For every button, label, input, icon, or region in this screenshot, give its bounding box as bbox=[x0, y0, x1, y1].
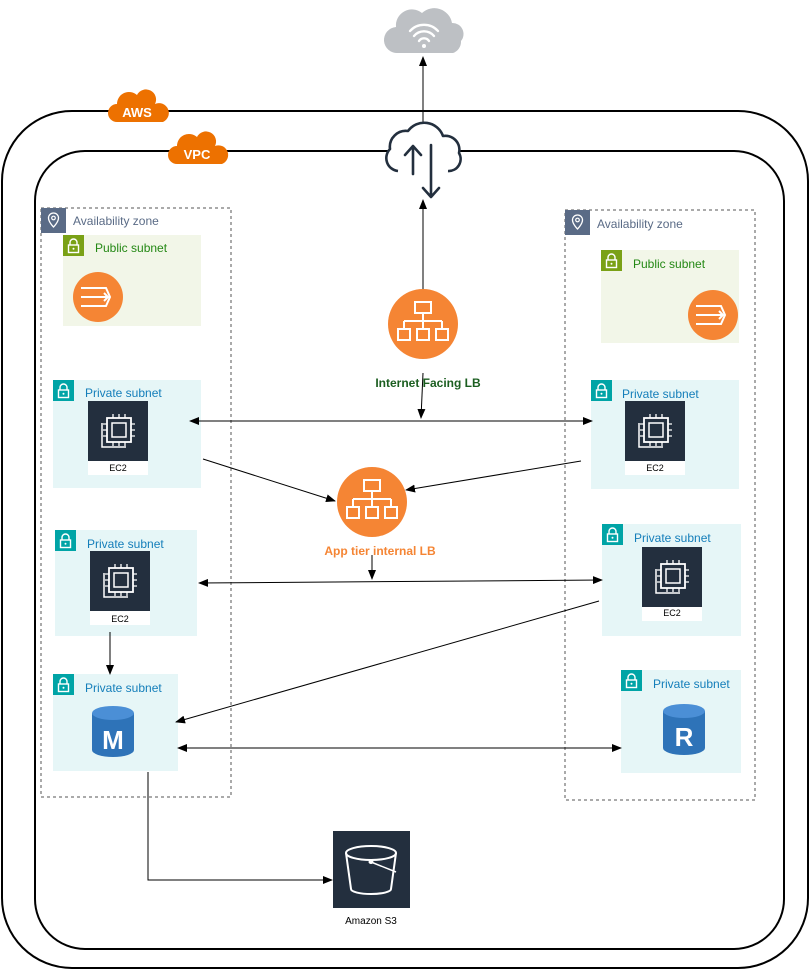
private-subnet-r3-label: Private subnet bbox=[653, 677, 730, 691]
private-subnet-l1-label: Private subnet bbox=[85, 386, 162, 400]
aws-label: AWS bbox=[122, 105, 152, 120]
internet-cloud-icon bbox=[383, 8, 464, 54]
ec2-label: EC2 bbox=[111, 614, 129, 624]
s3-bucket-icon bbox=[333, 831, 410, 908]
lock-icon bbox=[590, 379, 613, 402]
connector-ec2-l1-to-applb bbox=[202, 458, 336, 503]
lock-icon bbox=[52, 379, 75, 402]
internet-gateway-icon bbox=[385, 121, 462, 199]
connector-app-tier bbox=[198, 576, 603, 587]
ec2-label: EC2 bbox=[109, 463, 127, 473]
lock-icon bbox=[620, 669, 643, 692]
db-master-letter: M bbox=[102, 725, 124, 755]
lock-icon bbox=[52, 673, 75, 696]
lock-icon bbox=[600, 249, 623, 272]
az-left-label: Availability zone bbox=[73, 214, 159, 228]
rds-replica-icon bbox=[663, 704, 705, 755]
ec2-label: EC2 bbox=[663, 608, 681, 618]
connector-ec2-r2-to-db bbox=[175, 600, 600, 724]
connector-lb-down bbox=[417, 372, 426, 419]
aws-cloud-boundary bbox=[1, 110, 809, 969]
private-subnet-r1-label: Private subnet bbox=[622, 387, 699, 401]
ec2-label: EC2 bbox=[646, 463, 664, 473]
app-lb-label: App tier internal LB bbox=[324, 544, 436, 558]
nat-gateway-icon bbox=[687, 289, 739, 341]
ec2-label-box bbox=[625, 461, 685, 475]
public-subnet-right-label: Public subnet bbox=[633, 257, 706, 271]
s3-label: Amazon S3 bbox=[345, 916, 397, 927]
ec2-instance-icon bbox=[641, 546, 703, 608]
ec2-instance-icon bbox=[89, 550, 151, 612]
vpc-cloud-icon bbox=[168, 131, 229, 164]
db-replica-letter: R bbox=[675, 722, 694, 752]
connector-db-to-s3 bbox=[147, 772, 333, 884]
availability-zone-icon bbox=[564, 209, 591, 236]
load-balancer-icon bbox=[336, 466, 408, 538]
availability-zone-icon bbox=[40, 207, 67, 234]
connector-ec2-r1-to-applb bbox=[405, 460, 582, 493]
az-right-label: Availability zone bbox=[597, 217, 683, 231]
public-subnet-left-label: Public subnet bbox=[95, 241, 168, 255]
lock-icon bbox=[62, 234, 85, 257]
internet-lb-label: Internet Facing LB bbox=[375, 376, 481, 390]
rds-master-icon bbox=[92, 706, 134, 757]
ec2-label-box bbox=[90, 611, 150, 625]
aws-cloud-icon bbox=[108, 89, 169, 122]
load-balancer-icon bbox=[387, 288, 459, 360]
lock-icon bbox=[54, 529, 77, 552]
lock-icon bbox=[601, 523, 624, 546]
private-subnet-l2-label: Private subnet bbox=[87, 537, 164, 551]
ec2-label-box bbox=[88, 461, 148, 475]
ec2-label-box bbox=[642, 607, 702, 621]
vpc-label: VPC bbox=[184, 147, 211, 162]
private-subnet-l3-label: Private subnet bbox=[85, 681, 162, 695]
ec2-instance-icon bbox=[87, 400, 149, 462]
ec2-instance-icon bbox=[624, 400, 686, 462]
nat-gateway-icon bbox=[72, 271, 124, 323]
private-subnet-r2-label: Private subnet bbox=[634, 531, 711, 545]
